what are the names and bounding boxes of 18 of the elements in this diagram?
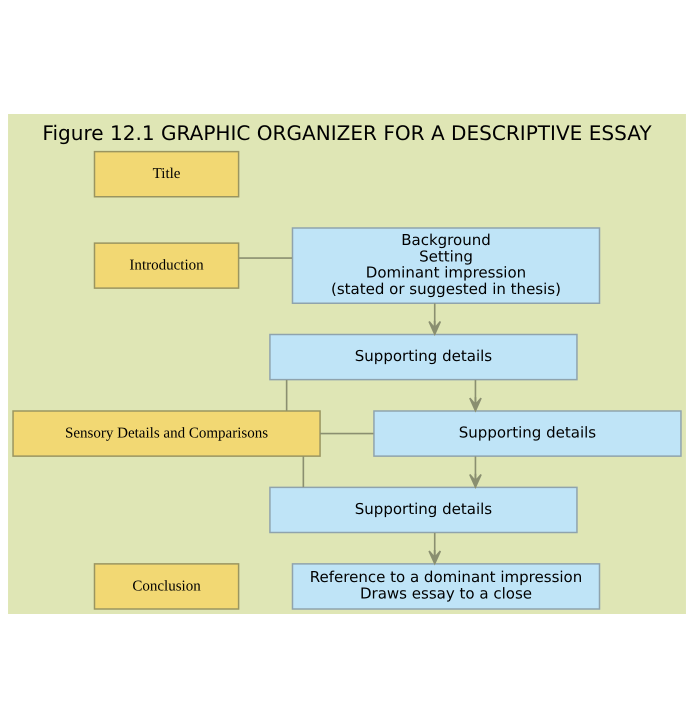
arrow [428,532,442,564]
connector [238,256,292,258]
node-box: Supporting details [373,410,682,456]
connector [320,432,374,434]
node-box: Conclusion [94,562,240,610]
connector [286,380,288,410]
node-box: Supporting details [269,333,578,380]
node-box: Introduction [94,242,240,288]
arrow [469,456,482,488]
arrow [428,302,442,334]
diagram-title: Figure 12.1 GRAPHIC ORGANIZER FOR A DESCRIPTIVE ESSAY [42,120,652,145]
node-box: Sensory Details and Comparisons [12,410,321,456]
node-box: Reference to a dominant impression Draws essay to a close [292,562,600,610]
arrow [469,380,482,411]
node-box: Title [94,150,240,197]
node-box: Background Setting Dominant impression (stated or suggested in thesis) [292,226,600,304]
node-box: Supporting details [269,486,578,533]
connector [302,456,304,487]
